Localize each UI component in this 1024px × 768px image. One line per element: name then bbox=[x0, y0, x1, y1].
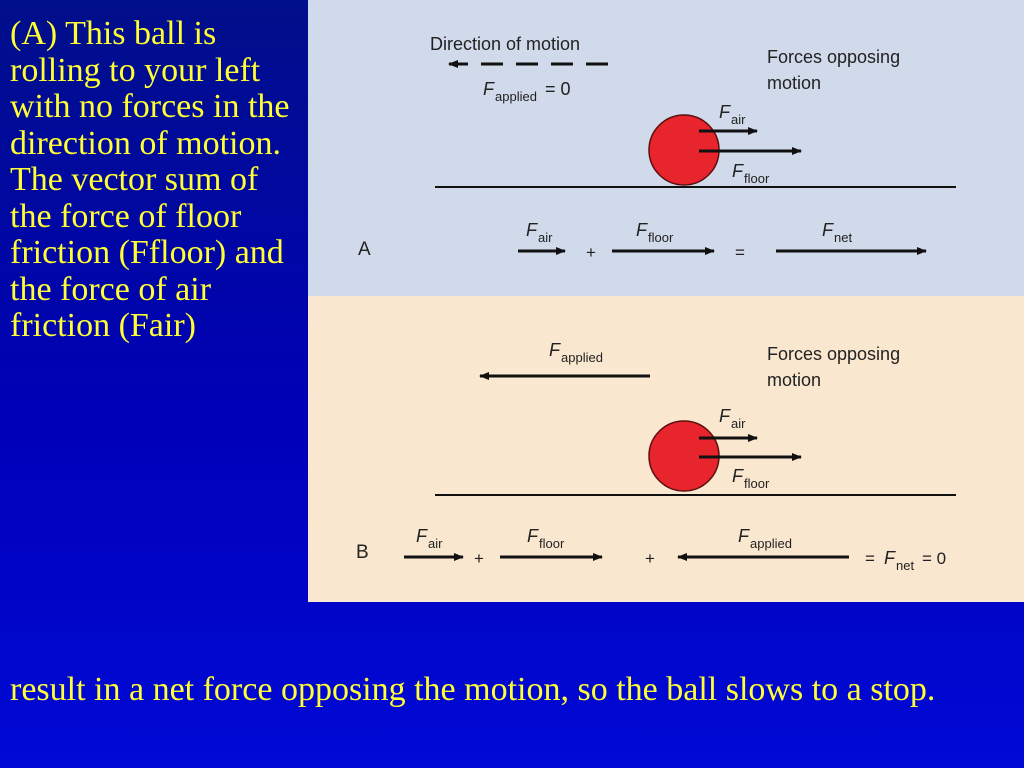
eq-f-net-subscript: net bbox=[834, 230, 852, 245]
f-floor-subscript: floor bbox=[744, 171, 770, 186]
f-applied-symbol: F bbox=[483, 79, 495, 99]
figure-panel-b: F applied Forces opposing motion F air F… bbox=[308, 296, 1024, 602]
forces-opposing-label-motion: motion bbox=[767, 370, 821, 390]
eq-f-air-subscript: air bbox=[538, 230, 553, 245]
forces-opposing-label: Forces opposing bbox=[767, 344, 900, 364]
eq-plus-1: + bbox=[474, 549, 484, 568]
figure-panel-a: Direction of motion F applied = 0 Forces… bbox=[308, 0, 1024, 296]
f-applied-subscript: applied bbox=[495, 89, 537, 104]
eq-result-value: = 0 bbox=[922, 549, 946, 568]
f-air-symbol: F bbox=[719, 102, 731, 122]
eq-result-equals: = bbox=[865, 549, 875, 568]
explanation-text-continued: result in a net force opposing the motio… bbox=[10, 671, 936, 708]
panel-a-diagram: Direction of motion F applied = 0 Forces… bbox=[358, 34, 956, 262]
eq-f-floor-symbol: F bbox=[527, 526, 539, 546]
f-floor-symbol: F bbox=[732, 466, 744, 486]
eq-f-net-subscript: net bbox=[896, 558, 914, 573]
f-floor-subscript: floor bbox=[744, 476, 770, 491]
forces-opposing-label: Forces opposing bbox=[767, 47, 900, 67]
explanation-text: (A) This ball is rolling to your left wi… bbox=[10, 15, 290, 344]
eq-equals: = bbox=[735, 243, 745, 262]
f-applied-value: = 0 bbox=[545, 79, 571, 99]
f-air-subscript: air bbox=[731, 112, 746, 127]
f-floor-symbol: F bbox=[732, 161, 744, 181]
eq-f-applied-symbol: F bbox=[738, 526, 750, 546]
eq-f-air-symbol: F bbox=[526, 220, 538, 240]
eq-f-air-symbol: F bbox=[416, 526, 428, 546]
panel-letter-b: B bbox=[356, 542, 369, 563]
eq-plus-2: + bbox=[645, 549, 655, 568]
direction-of-motion-label: Direction of motion bbox=[430, 34, 580, 54]
eq-f-net-symbol: F bbox=[884, 548, 896, 568]
panel-letter-a: A bbox=[358, 239, 371, 260]
eq-plus: + bbox=[586, 243, 596, 262]
eq-f-floor-subscript: floor bbox=[539, 536, 565, 551]
f-applied-symbol: F bbox=[549, 340, 561, 360]
panel-b-diagram: F applied Forces opposing motion F air F… bbox=[356, 340, 956, 573]
eq-f-floor-subscript: floor bbox=[648, 230, 674, 245]
f-air-symbol: F bbox=[719, 406, 731, 426]
eq-f-net-symbol: F bbox=[822, 220, 834, 240]
f-air-subscript: air bbox=[731, 416, 746, 431]
eq-f-applied-subscript: applied bbox=[750, 536, 792, 551]
eq-f-floor-symbol: F bbox=[636, 220, 648, 240]
eq-f-air-subscript: air bbox=[428, 536, 443, 551]
f-applied-subscript: applied bbox=[561, 350, 603, 365]
forces-opposing-label-motion: motion bbox=[767, 73, 821, 93]
